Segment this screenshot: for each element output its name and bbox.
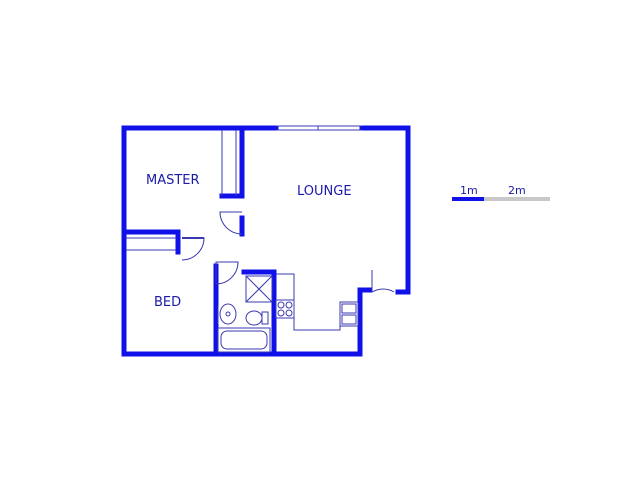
door-entrance	[371, 270, 395, 293]
door-bath	[215, 261, 239, 285]
shower	[245, 275, 273, 303]
kitchen-sink	[339, 301, 359, 327]
bed-cupboard	[126, 237, 176, 251]
room-label-lounge: LOUNGE	[297, 184, 352, 199]
door-master	[219, 211, 243, 235]
room-label-master: MASTER	[146, 173, 200, 188]
scale-bar: 1m 2m	[452, 184, 550, 201]
basin	[219, 303, 237, 325]
stove	[275, 299, 295, 319]
scale-label-1m: 1m	[460, 184, 478, 197]
kitchen-fixtures	[275, 273, 359, 331]
bath-tub	[217, 327, 271, 353]
bathroom-fixtures	[217, 275, 273, 353]
room-label-bed: BED	[154, 295, 181, 310]
window-top	[276, 125, 362, 131]
doors	[181, 211, 395, 293]
toilet	[245, 310, 263, 326]
master-cupboard	[221, 130, 237, 196]
scale-label-2m: 2m	[508, 184, 526, 197]
walls	[121, 125, 411, 357]
door-bed	[181, 237, 205, 261]
